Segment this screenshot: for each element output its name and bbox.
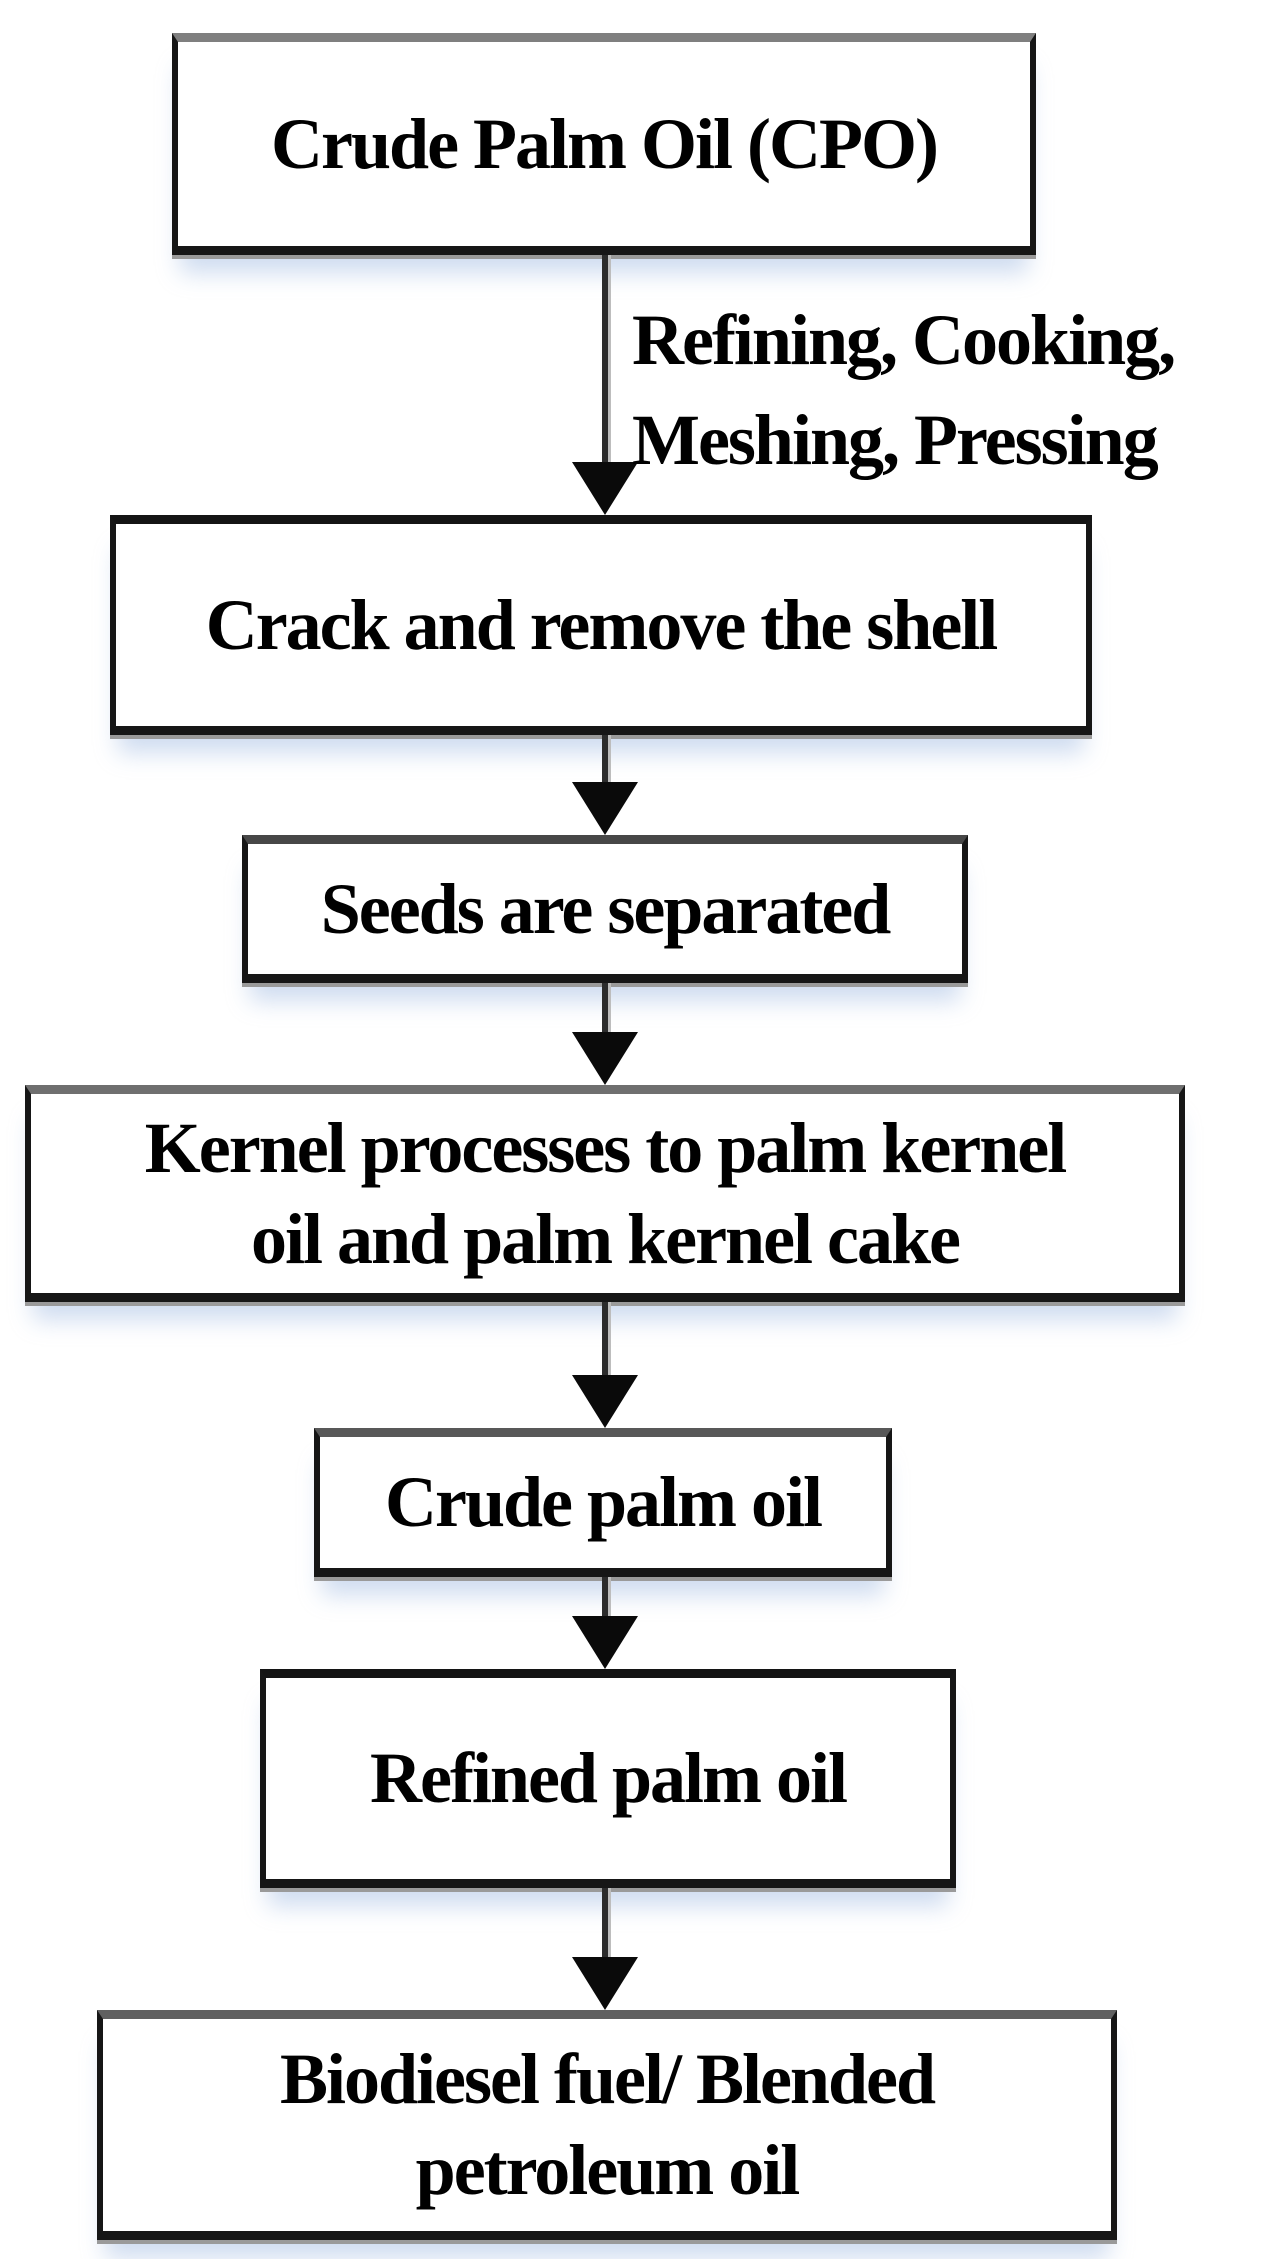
- arrow-line: [602, 1888, 611, 1960]
- arrow-head-icon: [572, 1375, 638, 1428]
- node-label: Kernel processes to palm kernel oil and …: [144, 1107, 1068, 1279]
- node-seeds-are-separated: Seeds are separated: [242, 835, 968, 983]
- node-biodiesel-fuel: Biodiesel fuel/ Blended petroleum oil: [97, 2010, 1117, 2240]
- arrow-line: [602, 1302, 611, 1378]
- arrow-head-icon: [572, 1957, 638, 2010]
- node-crude-palm-oil-cpo: Crude Palm Oil (CPO): [172, 33, 1036, 255]
- arrow-line: [602, 1577, 611, 1619]
- arrow-head-icon: [572, 462, 638, 515]
- node-label: Crude palm oil: [384, 1462, 823, 1543]
- arrow-head-icon: [572, 1616, 638, 1669]
- node-label: Refined palm oil: [369, 1738, 848, 1819]
- edge-label-refining-cooking: Refining, Cooking, Meshing, Pressing: [632, 300, 1176, 480]
- arrow-head-icon: [572, 1032, 638, 1085]
- node-refined-palm-oil: Refined palm oil: [260, 1669, 956, 1888]
- node-label: Seeds are separated: [320, 868, 892, 949]
- arrow-line: [602, 983, 611, 1035]
- node-label: Crack and remove the shell: [205, 584, 999, 665]
- arrow-line: [602, 735, 611, 785]
- node-label: Crude Palm Oil (CPO): [271, 103, 939, 184]
- arrow-line: [602, 255, 611, 463]
- node-kernel-processes: Kernel processes to palm kernel oil and …: [25, 1085, 1185, 1302]
- node-label: Biodiesel fuel/ Blended petroleum oil: [279, 2039, 936, 2210]
- node-crude-palm-oil: Crude palm oil: [314, 1428, 892, 1577]
- arrow-head-icon: [572, 782, 638, 835]
- node-crack-and-remove-shell: Crack and remove the shell: [110, 515, 1092, 735]
